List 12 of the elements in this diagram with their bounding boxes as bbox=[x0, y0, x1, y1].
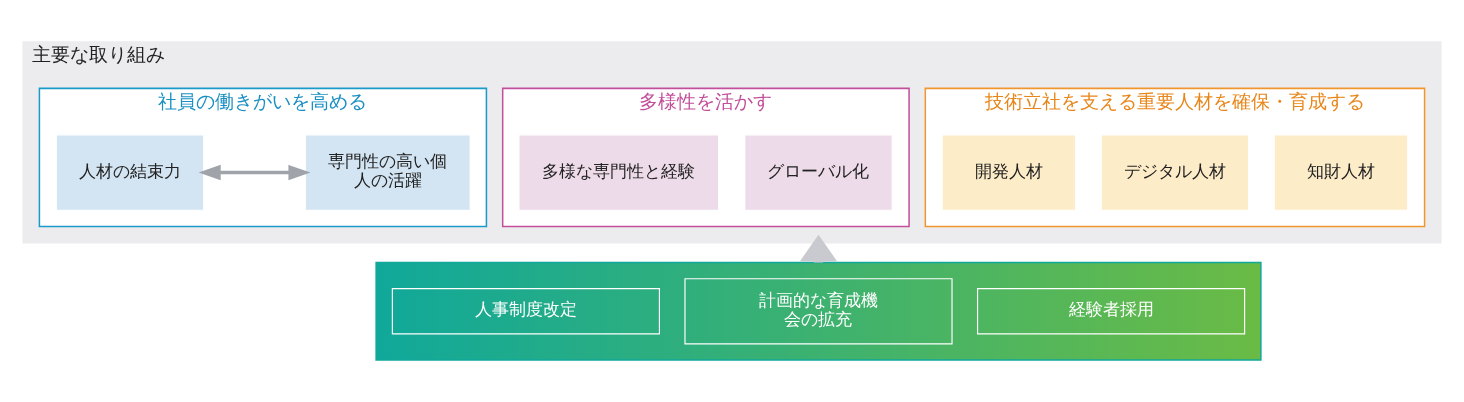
node-box: 計画的な育成機会の拡充 bbox=[684, 278, 953, 345]
arrow bbox=[198, 164, 311, 181]
node-box: 経験者採用 bbox=[977, 288, 1246, 335]
node-box: グローバル化 bbox=[744, 134, 893, 211]
cluster bbox=[375, 261, 1262, 361]
node-box: 人材の結束力 bbox=[55, 134, 205, 211]
node-box: 多様な専門性と経験 bbox=[518, 134, 720, 211]
node-box: 知財人材 bbox=[1273, 134, 1409, 211]
node-box: 専門性の高い個人の活躍 bbox=[304, 134, 471, 211]
node-box: 人事制度改定 bbox=[391, 288, 660, 335]
node-box: 開発人材 bbox=[941, 134, 1077, 211]
node-box: デジタル人材 bbox=[1100, 134, 1250, 211]
